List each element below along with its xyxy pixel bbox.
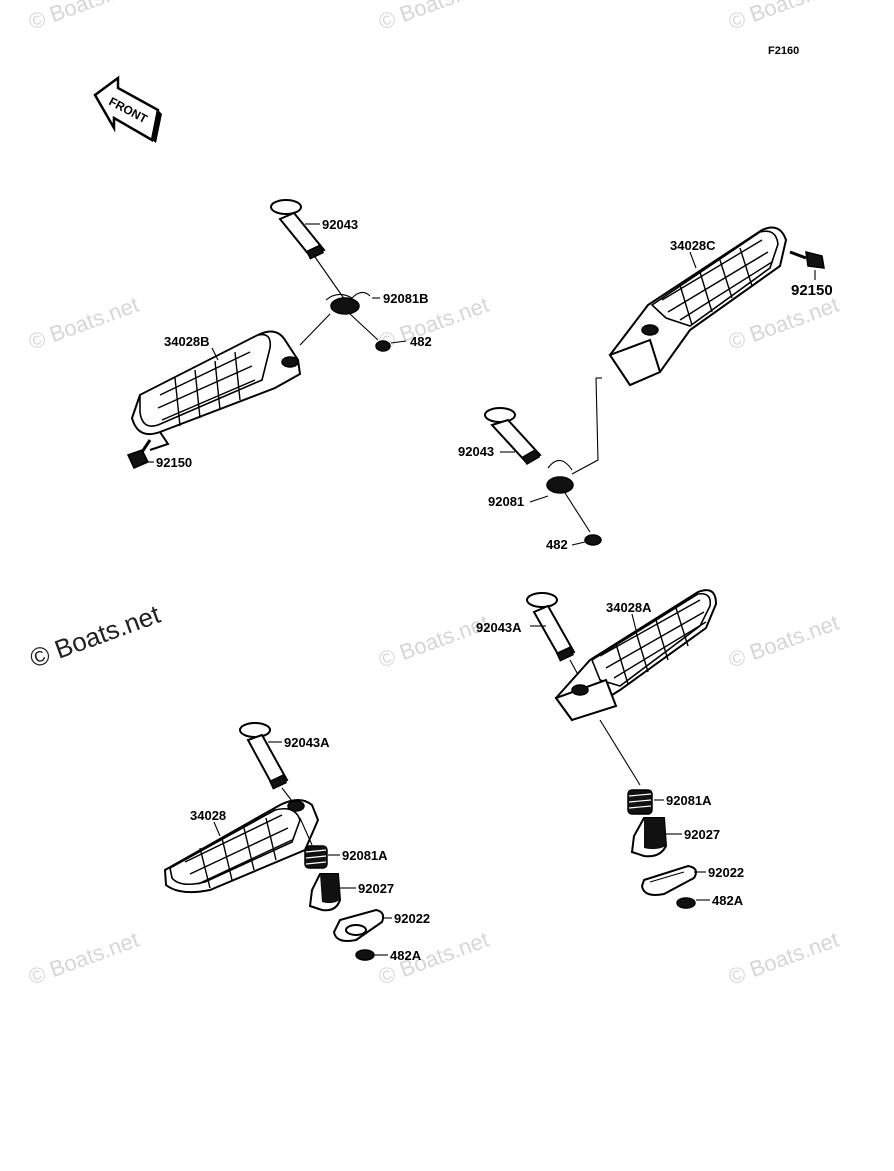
assembly-top-right: 34028C 92150 92043 92081 482	[458, 226, 833, 552]
pin-shaft	[270, 199, 326, 260]
label-92150: 92150	[791, 282, 833, 299]
watermark: © Boats.net	[375, 610, 492, 673]
coil-spring	[304, 845, 328, 869]
cotter-clip	[375, 340, 391, 352]
watermark: © Boats.net	[25, 292, 142, 355]
label-92150: 92150	[156, 455, 192, 470]
pin-shaft	[484, 407, 542, 465]
cotter-clip	[584, 534, 602, 546]
footpeg-34028	[163, 799, 320, 894]
torsion-spring	[546, 459, 574, 494]
pin-shaft	[239, 722, 289, 790]
watermark: © Boats.net	[25, 927, 142, 990]
label-92027: 92027	[684, 827, 720, 842]
label-92022: 92022	[394, 911, 430, 926]
bolt-92150	[789, 250, 825, 269]
cotter-clip	[355, 949, 375, 961]
stopper-plate	[332, 908, 385, 942]
label-92043: 92043	[322, 217, 358, 232]
collar-holder	[630, 817, 668, 858]
cotter-clip	[676, 897, 696, 909]
footpeg-34028B	[130, 330, 302, 451]
coil-spring	[627, 789, 653, 815]
label-482A: 482A	[712, 893, 744, 908]
watermark: © Boats.net	[725, 0, 842, 35]
diagram-code: F2160	[768, 45, 799, 57]
label-92027: 92027	[358, 881, 394, 896]
label-92081: 92081	[488, 494, 524, 509]
stopper-plate	[640, 864, 697, 896]
torsion-spring	[325, 291, 371, 315]
footpeg-34028C	[608, 226, 788, 387]
watermark: © Boats.net	[725, 927, 842, 990]
assembly-bottom-left: 92043A 34028 92081A 92027 92022 482A	[163, 722, 430, 963]
label-92022: 92022	[708, 865, 744, 880]
copyright-watermark: © Boats.net	[26, 599, 165, 674]
watermark: © Boats.net	[725, 610, 842, 673]
label-92043: 92043	[458, 444, 494, 459]
watermark: © Boats.net	[725, 292, 842, 355]
footpeg-34028A	[554, 589, 718, 722]
bolt-92150	[126, 439, 152, 469]
watermark: © Boats.net	[375, 0, 492, 35]
watermark: © Boats.net	[25, 0, 142, 35]
front-arrow-icon: FRONT	[93, 75, 162, 143]
label-92081A: 92081A	[342, 848, 388, 863]
label-34028A: 34028A	[606, 600, 652, 615]
label-92043A: 92043A	[476, 620, 522, 635]
label-92081B: 92081B	[383, 291, 429, 306]
pin-shaft	[526, 592, 576, 662]
label-34028C: 34028C	[670, 238, 716, 253]
assembly-top-left: 92043 92081B 482 34028B 92150	[126, 199, 432, 470]
collar-holder	[308, 873, 342, 912]
label-34028B: 34028B	[164, 334, 210, 349]
label-92081A: 92081A	[666, 793, 712, 808]
label-482: 482	[410, 334, 432, 349]
assembly-bottom-right: 92043A 34028A 92081A 92027 92022 482A	[476, 589, 744, 909]
label-34028: 34028	[190, 808, 226, 823]
label-482A: 482A	[390, 948, 422, 963]
label-482: 482	[546, 537, 568, 552]
label-92043A: 92043A	[284, 735, 330, 750]
